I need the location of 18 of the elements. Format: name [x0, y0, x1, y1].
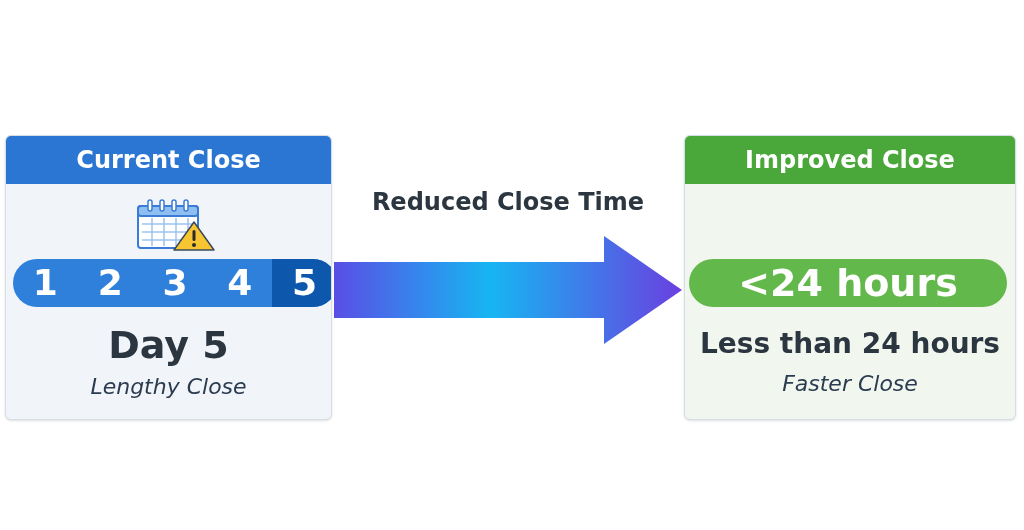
stage-card — [684, 135, 1016, 420]
edge-label: Reduced Close Time — [371, 187, 645, 218]
card-title: Improved Close — [745, 145, 955, 176]
result-value: Day 5 — [108, 322, 229, 369]
duration-pill — [689, 259, 1007, 307]
card-title: Current Close — [76, 145, 261, 176]
day-progress-bar — [13, 259, 331, 307]
day-number: 3 — [162, 265, 188, 301]
day-number: 4 — [227, 265, 253, 301]
day-number: 2 — [97, 265, 123, 301]
day-number: 1 — [32, 265, 58, 301]
result-value: Less than 24 hours — [699, 326, 1001, 361]
result-caption: Lengthy Close — [90, 372, 247, 401]
stage-card — [5, 135, 332, 420]
day-number: 5 — [292, 265, 318, 301]
result-caption: Faster Close — [782, 370, 918, 398]
block-arrow — [334, 236, 682, 344]
duration-text: <24 hours — [738, 264, 958, 302]
